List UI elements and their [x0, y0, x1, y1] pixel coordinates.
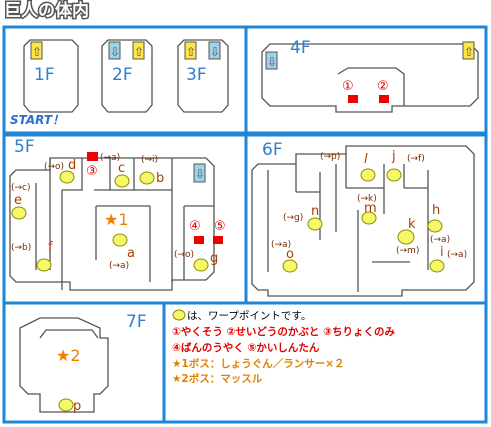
point-label-k: k [408, 217, 416, 232]
warp-point-g[interactable] [193, 258, 209, 272]
floor-1f-map: ⇧ 1F [23, 39, 79, 113]
arrow-up-icon: ⇧ [186, 45, 196, 59]
stairs-down-icon[interactable] [193, 163, 206, 183]
point-label-e: e [14, 193, 22, 208]
floor-label-6f: 6F [262, 140, 283, 160]
boss-2-marker[interactable]: ★2 [56, 346, 81, 365]
page-title: 巨人の体内 [4, 0, 89, 21]
floor-2f-map: ⇩ ⇧ 2F [101, 39, 153, 113]
treasure-chest-1[interactable] [348, 95, 358, 103]
point-label-j: j [391, 149, 396, 164]
point-label-i: i [440, 245, 444, 260]
stairs-up-icon[interactable] [30, 41, 43, 60]
arrow-up-icon: ⇧ [134, 45, 144, 59]
item-marker-5: ⑤ [214, 219, 226, 234]
floor-label-3f: 3F [186, 65, 207, 85]
floor-7f-map: 7F ★2 p [19, 312, 147, 414]
warp-point-f[interactable] [36, 258, 52, 272]
warp-ref-to-m: (→m) [396, 246, 419, 256]
floor-label-2f: 2F [112, 65, 133, 85]
warp-point-l[interactable] [360, 168, 376, 182]
warp-ref-to-b: (→b) [11, 243, 31, 253]
legend-warp-text: は、ワープポイントです。 [187, 310, 311, 322]
arrow-down-icon: ⇩ [110, 45, 120, 59]
warp-point-j[interactable] [386, 168, 402, 182]
warp-point-p[interactable] [58, 398, 74, 412]
treasure-chest-4[interactable] [194, 236, 204, 244]
warp-point-legend-icon [172, 309, 186, 321]
warp-point-h[interactable] [427, 219, 443, 233]
warp-point-b[interactable] [139, 171, 155, 185]
stairs-down-icon[interactable] [108, 41, 121, 60]
legend: は、ワープポイントです。 ①やくそう ②せいどうのかぶと ③ちりょくのみ ④ばん… [172, 309, 395, 385]
stairs-up-icon[interactable] [184, 41, 197, 60]
warp-ref-to-c: (→c) [11, 183, 31, 193]
warp-point-o[interactable] [282, 259, 298, 273]
warp-ref-to-i: (→i) [141, 155, 158, 165]
warp-point-m[interactable] [361, 211, 377, 225]
point-label-h: h [432, 203, 440, 218]
warp-point-i[interactable] [429, 259, 445, 273]
floor-5f-map: ⇩ 5F d (→o) (→a) ③ c b (→i) (→c) e (→b) … [9, 137, 226, 291]
panel-legend [162, 301, 488, 424]
warp-point-a[interactable] [112, 233, 128, 247]
warp-point-e[interactable] [11, 206, 27, 220]
item-marker-4: ④ [189, 219, 201, 234]
legend-items-line-1: ①やくそう ②せいどうのかぶと ③ちりょくのみ [172, 325, 395, 338]
warp-point-n[interactable] [307, 217, 323, 231]
floor-label-5f: 5F [14, 137, 35, 157]
point-label-p: p [73, 399, 81, 414]
arrow-down-icon: ⇩ [210, 45, 220, 59]
warp-ref-to-k: (→k) [357, 194, 377, 204]
warp-point-k[interactable] [397, 229, 415, 245]
treasure-chest-2[interactable] [379, 95, 389, 103]
legend-items-line-2: ④ばんのうやく ⑤かいしんたん [172, 341, 320, 354]
arrow-down-icon: ⇩ [267, 55, 277, 69]
floor-4f-map: ⇩ ⇧ 4F ① ② [261, 38, 479, 113]
floor-6f-map: 6F (→p) l j (→f) (→k) m (→g) n h (→a) k … [251, 140, 475, 297]
treasure-chest-5[interactable] [213, 236, 223, 244]
treasure-chest-3[interactable] [87, 152, 98, 161]
stairs-up-icon[interactable] [132, 41, 145, 60]
warp-ref-to-a: (→a) [447, 250, 467, 260]
legend-boss-1: ★1ボス：しょうぐん／ランサー×２ [172, 357, 345, 370]
point-label-b: b [156, 171, 164, 186]
point-label-c: c [118, 161, 125, 176]
floor-label-4f: 4F [290, 38, 311, 58]
start-label: START！ [10, 113, 64, 127]
warp-ref-to-a: (→a) [271, 240, 291, 250]
point-label-g: g [210, 251, 218, 266]
stairs-up-icon[interactable] [462, 41, 475, 60]
warp-ref-to-o: (→o) [174, 250, 194, 260]
point-label-d: d [68, 158, 76, 173]
item-marker-3: ③ [86, 164, 98, 179]
warp-ref-to-g: (→g) [283, 213, 303, 223]
warp-ref-to-f: (→f) [407, 154, 425, 164]
floor-label-1f: 1F [34, 65, 55, 85]
boss-1-marker[interactable]: ★1 [104, 210, 129, 229]
point-label-o: o [286, 247, 294, 262]
warp-point-c[interactable] [114, 174, 130, 188]
floor-label-7f: 7F [126, 312, 147, 332]
warp-ref-to-p: (→p) [320, 152, 340, 162]
stairs-down-icon[interactable] [208, 41, 221, 60]
point-label-n: n [311, 204, 319, 219]
arrow-down-icon: ⇩ [195, 167, 205, 181]
warp-point-d[interactable] [59, 170, 75, 184]
warp-ref-to-a: (→a) [430, 235, 450, 245]
item-marker-1: ① [342, 79, 354, 94]
point-label-a: a [127, 246, 135, 261]
arrow-up-icon: ⇧ [464, 45, 474, 59]
floor-3f-map: ⇧ ⇩ 3F [177, 39, 229, 113]
item-marker-2: ② [377, 79, 389, 94]
arrow-up-icon: ⇧ [32, 45, 42, 59]
stairs-down-icon[interactable] [265, 51, 278, 70]
point-label-l: l [364, 152, 368, 167]
warp-ref-to-o: (→o) [44, 162, 64, 172]
warp-ref-to-a: (→a) [100, 153, 120, 163]
warp-ref-to-a: (→a) [109, 261, 129, 271]
legend-boss-2: ★2ボス：マッスル [172, 372, 263, 385]
point-label-f: f [48, 240, 53, 255]
